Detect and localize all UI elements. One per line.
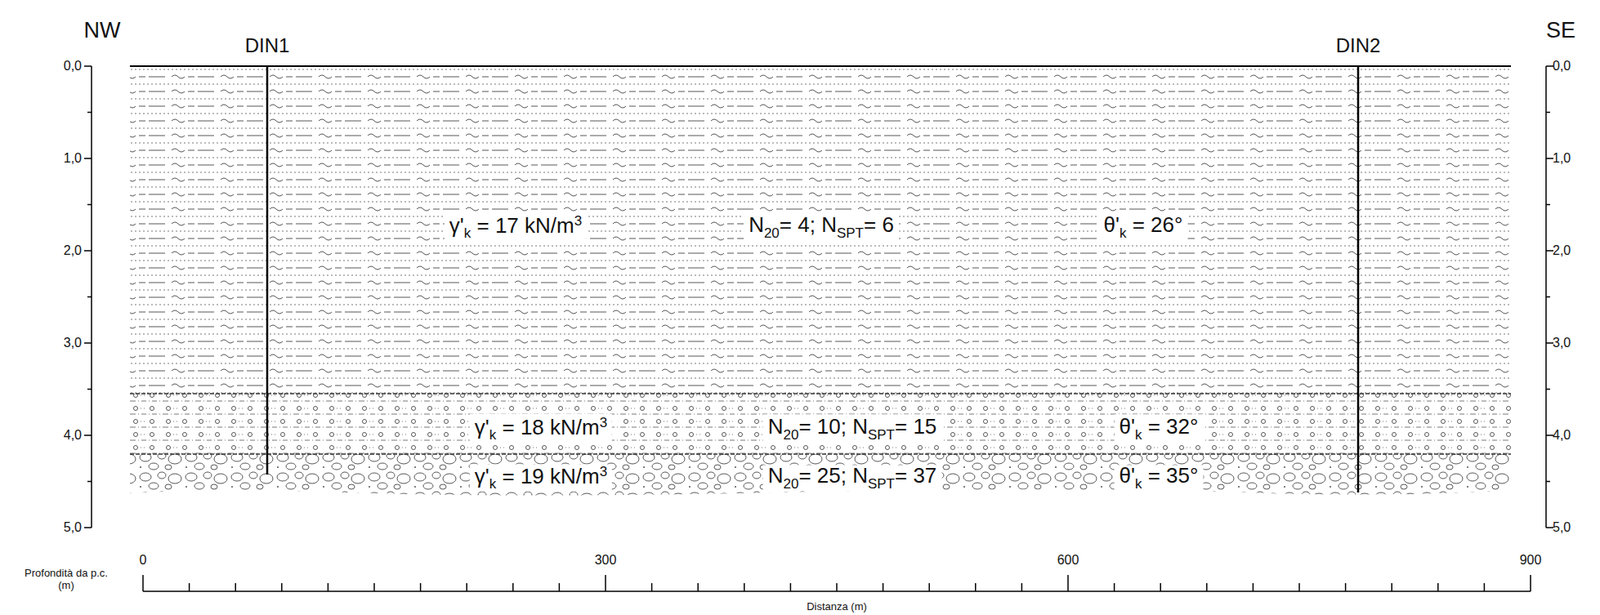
layer-parameter: N20= 10; NSPT= 15	[763, 414, 943, 443]
axis-tick	[1252, 583, 1255, 592]
axis-tick	[84, 434, 92, 437]
axis-tick	[1345, 583, 1347, 592]
axis-tick	[87, 111, 92, 114]
layer-parameter: γ'k = 17 kN/m3	[444, 212, 587, 243]
direction-label: SE	[1546, 19, 1576, 42]
borehole-label: DIN2	[1336, 35, 1382, 56]
depth-value: 3,0	[1552, 336, 1571, 350]
soil-layer: γ'k = 18 kN/m3 N20= 10; NSPT= 15 θ'k = 32°	[129, 393, 1511, 455]
axis-tick	[835, 583, 838, 592]
axis-tick	[1546, 434, 1554, 437]
axis-tick	[1546, 296, 1551, 299]
depth-value: 1,0	[63, 151, 82, 166]
axis-tick	[87, 296, 92, 299]
axis-tick	[465, 583, 468, 592]
axis-tick	[1159, 583, 1162, 592]
axis-tick	[558, 583, 561, 592]
axis-title: Profondità da p.c. (m)	[21, 567, 112, 593]
axis-tick	[882, 583, 885, 592]
axis-tick	[1529, 575, 1532, 592]
axis-tick	[1390, 583, 1393, 592]
soil-layer: γ'k = 19 kN/m3 N20= 25; NSPT= 37 θ'k = 35°	[129, 454, 1511, 497]
axis-tick	[142, 575, 144, 592]
axis-tick	[281, 583, 283, 592]
depth-value: 4,0	[1552, 429, 1571, 443]
depth-value: 2,0	[63, 244, 82, 258]
depth-value: 1,0	[1552, 151, 1571, 166]
axis-tick	[234, 583, 237, 592]
axis-title: Distanza (m)	[806, 601, 868, 613]
axis-tick	[84, 527, 92, 529]
layer-parameter: N20= 25; NSPT= 37	[763, 464, 943, 491]
layer-parameter: θ'k = 32°	[1114, 414, 1204, 443]
axis-tick	[188, 583, 191, 592]
axis-tick	[1546, 481, 1551, 483]
axis-tick	[1546, 111, 1551, 114]
axis-tick	[1546, 65, 1554, 68]
axis-tick	[1483, 583, 1486, 592]
distance-value: 0	[139, 554, 148, 568]
soil-layer: γ'k = 17 kN/m3 N20= 4; NSPT= 6 θ'k = 26°	[129, 67, 1511, 394]
axis-tick	[87, 204, 92, 206]
depth-value: 0,0	[1552, 59, 1571, 73]
axis-tick	[84, 65, 92, 68]
axis-tick	[1546, 204, 1551, 206]
axis-tick	[420, 583, 422, 592]
direction-label: NW	[84, 19, 121, 42]
axis-tick	[84, 157, 92, 160]
depth-value: 5,0	[1552, 521, 1571, 535]
axis-tick	[651, 583, 653, 592]
axis-tick	[1067, 575, 1069, 592]
layer-parameter: γ'k = 18 kN/m3	[469, 414, 613, 445]
distance-value: 300	[594, 554, 617, 568]
axis-tick	[1546, 250, 1554, 252]
axis-tick	[790, 583, 792, 592]
depth-value: 2,0	[1552, 244, 1571, 258]
axis-tick	[373, 583, 376, 592]
axis-tick	[84, 342, 92, 345]
distance-value: 900	[1519, 554, 1542, 568]
axis-tick	[974, 583, 977, 592]
axis-tick	[84, 250, 92, 252]
axis-tick	[1021, 583, 1024, 592]
depth-value: 4,0	[63, 429, 82, 443]
axis-tick	[1298, 583, 1301, 592]
axis-tick	[1546, 388, 1551, 391]
layer-parameter: θ'k = 35°	[1114, 464, 1204, 491]
axis-tick	[928, 583, 930, 592]
axis-tick	[604, 575, 607, 592]
layer-parameter: θ'k = 26°	[1099, 212, 1189, 242]
layer-parameter: γ'k = 19 kN/m3	[469, 464, 613, 492]
axis-tick	[1546, 342, 1554, 345]
axis-tick	[1206, 583, 1208, 592]
axis-tick	[1113, 583, 1116, 592]
axis-tick	[512, 583, 514, 592]
axis-tick	[1546, 527, 1554, 529]
depth-value: 5,0	[63, 521, 82, 535]
depth-value: 3,0	[63, 336, 82, 350]
axis-tick	[87, 388, 92, 391]
distance-value: 600	[1057, 554, 1080, 568]
axis-tick	[1437, 583, 1440, 592]
axis-tick	[697, 583, 699, 592]
axis-tick	[1546, 157, 1554, 160]
borehole-label: DIN1	[245, 35, 291, 56]
depth-value: 0,0	[63, 59, 82, 73]
axis-tick	[743, 583, 746, 592]
axis-tick	[87, 481, 92, 483]
axis-tick	[327, 583, 330, 592]
layer-parameter: N20= 4; NSPT= 6	[743, 212, 899, 242]
